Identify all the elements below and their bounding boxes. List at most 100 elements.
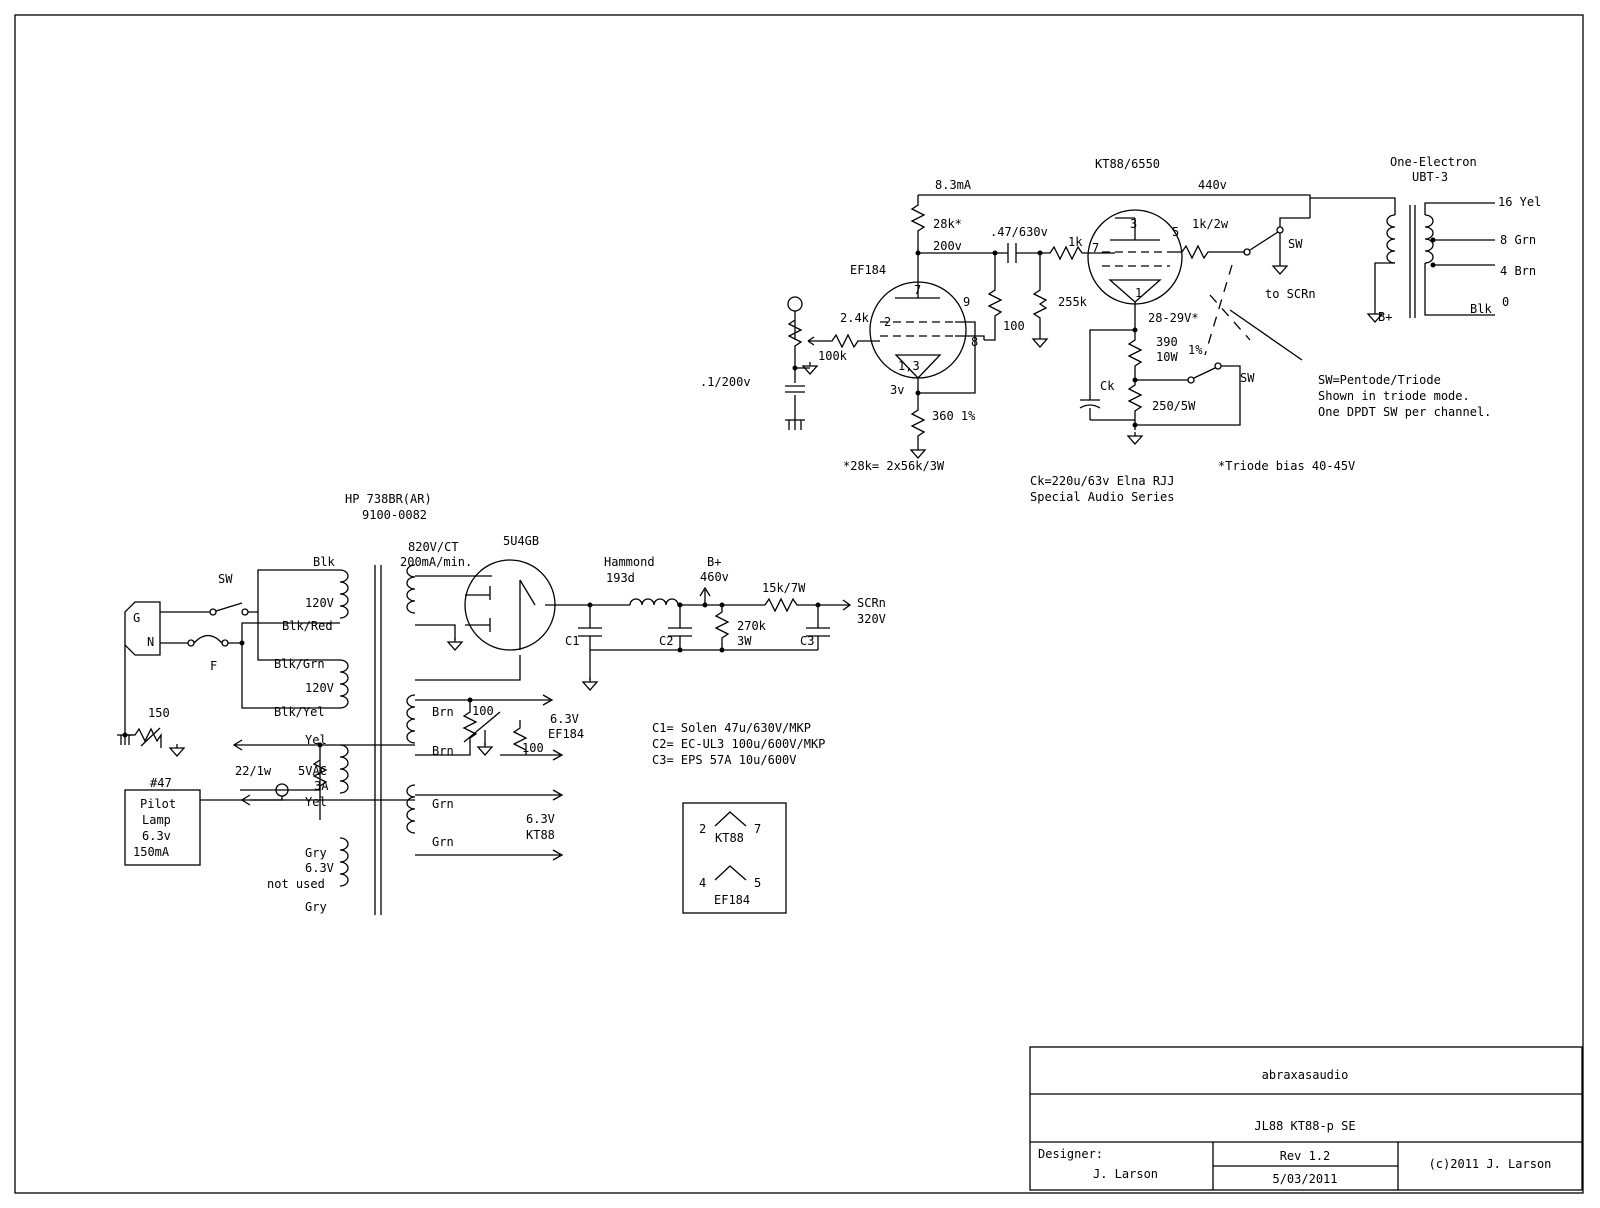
kt88-label: KT88/6550 (1095, 157, 1160, 171)
r-cathode: 360 1% (932, 409, 976, 423)
heater-ef-out2: EF184 (548, 727, 584, 741)
heater-ef-out1: 6.3V (550, 712, 579, 726)
kt88-pin5: 5 (1172, 225, 1179, 239)
c3-label: C3 (800, 634, 814, 648)
pin-kt88-name: KT88 (715, 831, 744, 845)
ck-note-1: Ck=220u/63v Elna RJJ (1030, 474, 1175, 488)
pilot-line1: Pilot (140, 797, 176, 811)
pin-ef184-right: 5 (754, 876, 761, 890)
power-supply-section (117, 559, 852, 915)
cap-note-1: C1= Solen 47u/630V/MKP (652, 721, 811, 735)
pri-blk-grn: Blk/Grn (274, 657, 325, 671)
unused-spec1: 6.3V (305, 861, 334, 875)
r-grid-leak: 255k (1058, 295, 1088, 309)
ot-tap-8: 8 Grn (1500, 233, 1536, 247)
ot-tap-blk: Blk (1470, 302, 1492, 316)
r-plate-load: 28k* (933, 217, 962, 231)
ps-bplus-2: 460v (700, 570, 729, 584)
r-bleeder-1: 270k (737, 619, 767, 633)
pt-part: 9100-0082 (362, 508, 427, 522)
mains-sw: SW (218, 572, 233, 586)
heater-5v-res: 22/1w (235, 764, 272, 778)
pot-label: 100k (818, 349, 848, 363)
v-cathode: 3v (890, 383, 904, 397)
pin-ef184-name: EF184 (714, 893, 750, 907)
choke-2: 193d (606, 571, 635, 585)
c2-label: C2 (659, 634, 673, 648)
heater-5v-spec2: 3A (314, 779, 329, 793)
heater-kt-grn2: Grn (432, 835, 454, 849)
pin-ef184-left: 4 (699, 876, 706, 890)
unused-gry1: Gry (305, 846, 327, 860)
ot-tap-0: 0 (1502, 295, 1509, 309)
sheet-border (14, 14, 1584, 1194)
kt88-pin7: 7 (1092, 241, 1099, 255)
designer-label: Designer: (1038, 1147, 1103, 1161)
r-drop: 15k/7W (762, 581, 806, 595)
pilot-line3: 6.3v (142, 829, 171, 843)
ef184-pin8: 8 (971, 335, 978, 349)
r-cath-power1: 390 (1156, 335, 1178, 349)
to-scrn: to SCRn (1265, 287, 1316, 301)
heater-5v-yel1: Yel (305, 733, 327, 747)
ck-label: Ck (1100, 379, 1115, 393)
iec-g: G (133, 611, 140, 625)
current-label: 8.3mA (935, 178, 972, 192)
designer-name: J. Larson (1093, 1167, 1158, 1181)
pri-blk-yel: Blk/Yel (274, 705, 325, 719)
heater-ef-brn1: Brn (432, 705, 454, 719)
triode-bias: *Triode bias 40-45V (1218, 459, 1355, 473)
iec-n: N (147, 635, 154, 649)
r-screen-feed: 100 (1003, 319, 1025, 333)
ht-winding-1: 820V/CT (408, 540, 459, 554)
ef184-pin13: 1,3 (898, 359, 920, 373)
choke-1: Hammond (604, 555, 655, 569)
ef184-pin9: 9 (963, 295, 970, 309)
pri-blk: Blk (313, 555, 335, 569)
r-sw: 1% (1188, 343, 1203, 357)
cap-note-3: C3= EPS 57A 10u/600V (652, 753, 797, 767)
heater-ef-r1: 100 (472, 704, 494, 718)
r-input-stopper: 2.4k (840, 311, 870, 325)
r-screen: 1k/2w (1192, 217, 1229, 231)
sw-note-2: Shown in triode mode. (1318, 389, 1470, 403)
heater-ef-r2: 100 (522, 741, 544, 755)
heater-5v-spec1: 5VAC (298, 764, 327, 778)
pilot-num: #47 (150, 776, 172, 790)
company-name: abraxasaudio (1262, 1068, 1349, 1082)
c1-label: C1 (565, 634, 579, 648)
pin-kt88-right: 7 (754, 822, 761, 836)
amplifier-section (785, 194, 1495, 459)
rectifier-tube (464, 559, 556, 651)
r-cath-power2: 250/5W (1152, 399, 1196, 413)
pilot-line2: Lamp (142, 813, 171, 827)
ot-bplus: B+ (1378, 310, 1392, 324)
fuse-label: F (210, 659, 217, 673)
kt88-pin3: 3 (1130, 217, 1137, 231)
sw-note-3: One DPDT SW per channel. (1318, 405, 1491, 419)
heater-kt-out1: 6.3V (526, 812, 555, 826)
ot-model: UBT-3 (1412, 170, 1448, 184)
copyright: (c)2011 J. Larson (1429, 1157, 1552, 1171)
heater-ef-brn2: Brn (432, 744, 454, 758)
sw-label-1: SW (1288, 237, 1303, 251)
pri-120v-2: 120V (305, 681, 334, 695)
kt88-pin1: 1 (1135, 286, 1142, 300)
drawing-title: JL88 KT88-p SE (1254, 1119, 1355, 1133)
unused-spec2: not used (267, 877, 325, 891)
ef184-label: EF184 (850, 263, 886, 277)
pt-name: HP 738BR(AR) (345, 492, 432, 506)
unused-gry2: Gry (305, 900, 327, 914)
heater-5v-yel2: Yel (305, 795, 327, 809)
ef184-pin2: 2 (884, 315, 891, 329)
ck-note-2: Special Audio Series (1030, 490, 1175, 504)
v-bias: 28-29V* (1148, 311, 1199, 325)
scrn-1: SCRn (857, 596, 886, 610)
pri-120v-1: 120V (305, 596, 334, 610)
ef184-pin7: 7 (914, 283, 921, 297)
r-cath-power1-w: 10W (1156, 350, 1178, 364)
bplus-volts: 440v (1198, 178, 1227, 192)
ps-bplus-1: B+ (707, 555, 721, 569)
